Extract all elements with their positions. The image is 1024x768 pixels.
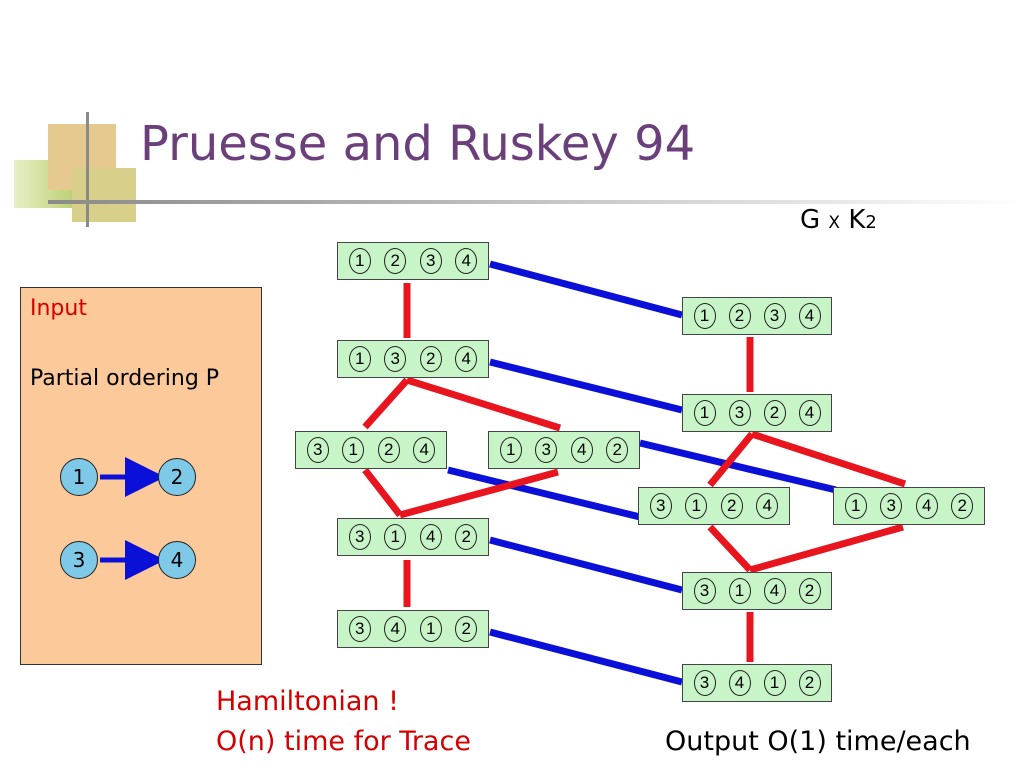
permutation-box: 1 3 2 4 bbox=[337, 340, 489, 378]
perm-digit: 1 bbox=[419, 616, 442, 642]
perm-digit: 1 bbox=[348, 248, 371, 274]
perm-digit: 1 bbox=[499, 437, 522, 463]
permutation-box: 1 3 4 2 bbox=[488, 431, 640, 469]
perm-digit: 2 bbox=[455, 616, 478, 642]
perm-digit: 3 bbox=[535, 437, 558, 463]
title-underline bbox=[48, 200, 1024, 204]
perm-digit: 3 bbox=[649, 493, 672, 519]
blue-edge bbox=[639, 439, 837, 494]
perm-digit: 3 bbox=[763, 303, 786, 329]
permutation-box: 1 2 3 4 bbox=[337, 242, 489, 280]
perm-digit: 1 bbox=[693, 400, 716, 426]
perm-digit: 3 bbox=[419, 248, 442, 274]
permutation-box: 1 3 2 4 bbox=[682, 394, 832, 432]
perm-digit: 4 bbox=[728, 670, 751, 696]
partial-ordering-label: Partial ordering P bbox=[30, 366, 220, 391]
permutation-box: 3 4 1 2 bbox=[337, 610, 489, 648]
perm-digit: 3 bbox=[880, 493, 903, 519]
perm-digit: 2 bbox=[763, 400, 786, 426]
perm-digit: 1 bbox=[342, 437, 365, 463]
trace-time-note: O(n) time for Trace bbox=[216, 726, 471, 757]
perm-digit: 2 bbox=[720, 493, 743, 519]
perm-digit: 1 bbox=[763, 670, 786, 696]
perm-digit: 4 bbox=[384, 616, 407, 642]
perm-digit: 4 bbox=[756, 493, 779, 519]
perm-digit: 3 bbox=[348, 524, 371, 550]
poset-node: 3 bbox=[60, 541, 98, 579]
perm-digit: 3 bbox=[693, 578, 716, 604]
red-edge bbox=[405, 376, 562, 432]
slide-title: Pruesse and Ruskey 94 bbox=[140, 116, 696, 172]
red-edge bbox=[362, 467, 403, 518]
decor-vertical-rule bbox=[86, 112, 89, 227]
graph-label: G X K2 bbox=[800, 205, 877, 235]
perm-digit: 4 bbox=[455, 346, 478, 372]
poset-node: 2 bbox=[158, 458, 196, 496]
perm-digit: 4 bbox=[763, 578, 786, 604]
graph-label-k: K bbox=[848, 205, 866, 235]
perm-digit: 1 bbox=[693, 303, 716, 329]
permutation-box: 3 4 1 2 bbox=[682, 664, 832, 702]
perm-digit: 4 bbox=[413, 437, 436, 463]
blue-edge bbox=[489, 628, 683, 686]
red-edge bbox=[750, 430, 907, 488]
permutation-box: 1 2 3 4 bbox=[682, 297, 832, 335]
perm-digit: 2 bbox=[606, 437, 629, 463]
blue-edge bbox=[489, 358, 683, 414]
perm-digit: 1 bbox=[384, 524, 407, 550]
perm-digit: 3 bbox=[693, 670, 716, 696]
blue-edge bbox=[489, 260, 683, 319]
perm-digit: 2 bbox=[377, 437, 400, 463]
perm-digit: 2 bbox=[384, 248, 407, 274]
red-edge bbox=[749, 523, 904, 574]
red-edge bbox=[707, 431, 755, 488]
red-edge bbox=[707, 524, 753, 573]
permutation-box: 3 1 2 4 bbox=[638, 487, 790, 525]
perm-digit: 4 bbox=[798, 400, 821, 426]
perm-digit: 3 bbox=[306, 437, 329, 463]
perm-digit: 3 bbox=[728, 400, 751, 426]
graph-label-sub: 2 bbox=[865, 212, 877, 233]
perm-digit: 4 bbox=[915, 493, 938, 519]
permutation-box: 3 1 4 2 bbox=[337, 518, 489, 556]
hamiltonian-note: Hamiltonian ! bbox=[216, 686, 399, 717]
perm-digit: 2 bbox=[728, 303, 751, 329]
perm-digit: 1 bbox=[844, 493, 867, 519]
permutation-box: 3 1 4 2 bbox=[682, 572, 832, 610]
input-label: Input bbox=[30, 296, 87, 321]
decor-square bbox=[72, 168, 136, 222]
perm-digit: 2 bbox=[951, 493, 974, 519]
perm-digit: 1 bbox=[728, 578, 751, 604]
perm-digit: 2 bbox=[419, 346, 442, 372]
perm-digit: 4 bbox=[419, 524, 442, 550]
output-time-note: Output O(1) time/each bbox=[665, 726, 971, 757]
perm-digit: 3 bbox=[348, 616, 371, 642]
perm-digit: 4 bbox=[570, 437, 593, 463]
graph-label-x: X bbox=[828, 213, 841, 233]
perm-digit: 2 bbox=[455, 524, 478, 550]
blue-edge bbox=[447, 466, 641, 521]
perm-digit: 1 bbox=[685, 493, 708, 519]
perm-digit: 2 bbox=[798, 670, 821, 696]
graph-label-g: G bbox=[800, 205, 821, 235]
perm-digit: 3 bbox=[384, 346, 407, 372]
perm-digit: 4 bbox=[798, 303, 821, 329]
red-edge bbox=[362, 377, 410, 430]
red-edge bbox=[399, 468, 559, 519]
poset-node: 1 bbox=[60, 458, 98, 496]
permutation-box: 3 1 2 4 bbox=[295, 431, 447, 469]
perm-digit: 2 bbox=[798, 578, 821, 604]
blue-edge bbox=[489, 536, 683, 594]
perm-digit: 1 bbox=[348, 346, 371, 372]
poset-node: 4 bbox=[158, 541, 196, 579]
perm-digit: 4 bbox=[455, 248, 478, 274]
permutation-box: 1 3 4 2 bbox=[833, 487, 985, 525]
